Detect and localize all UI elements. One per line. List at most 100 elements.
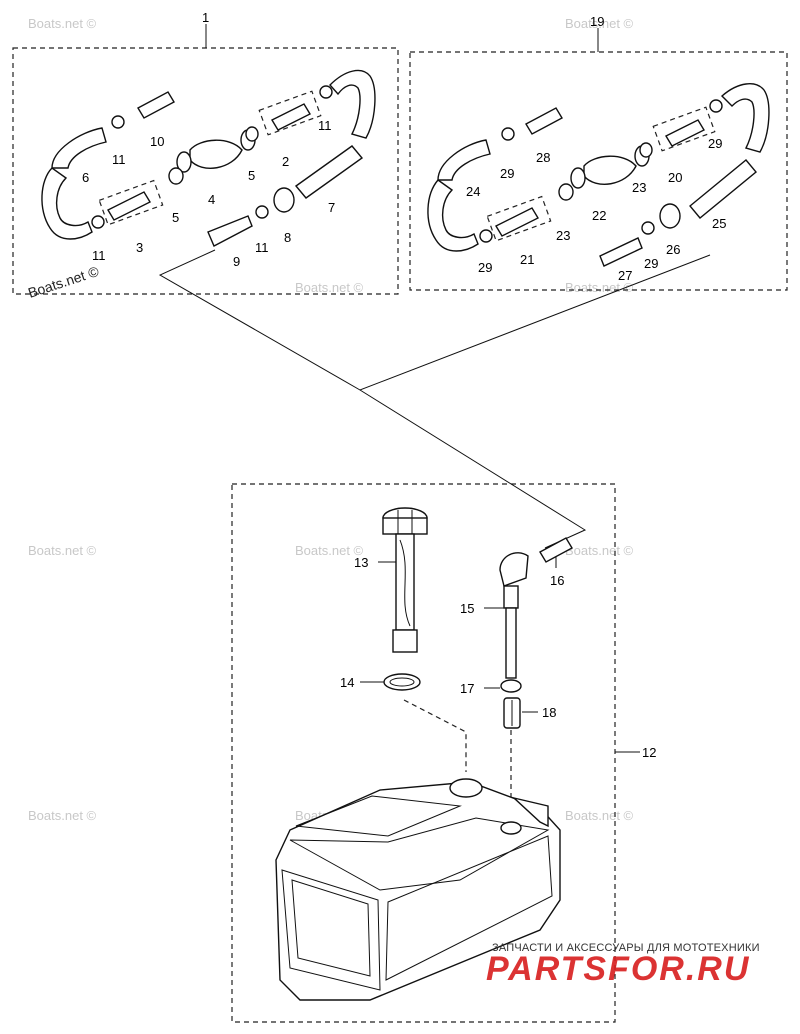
gauge-cap-body [382,517,428,535]
callout-12: 12 [642,745,656,760]
washer-5a [168,167,184,185]
callout-17: 17 [460,681,474,696]
hose-6 [51,127,107,169]
hose-assembly-left [41,69,376,247]
callout-19: 19 [590,14,604,29]
callout-29c: 29 [478,260,492,275]
brand-subtitle: ЗАПЧАСТИ И АКСЕССУАРЫ ДЛЯ МОТОТЕХНИКИ [492,942,760,954]
tank-side-panel [281,869,381,991]
tank-shoulder [289,817,550,891]
tank-pickup-port [500,821,522,835]
clamp-11d [255,205,269,219]
callout-6: 6 [82,170,89,185]
callout-29b: 29 [708,136,722,151]
gauge-float [392,629,418,653]
clamp-11c [91,215,105,229]
primer-bulb-4 [189,139,243,169]
callout-2: 2 [282,154,289,169]
pickup-elbow-15 [499,552,529,587]
callout-29a: 29 [500,166,514,181]
callout-23a: 23 [556,228,570,243]
callout-5b: 5 [248,168,255,183]
tank-top-panel [295,795,462,837]
callout-11a: 11 [112,152,126,167]
callout-4: 4 [208,192,215,207]
valve-20-box [652,106,716,152]
callout-26: 26 [666,242,680,257]
callout-11c: 11 [92,248,106,263]
clamp-11a [111,115,125,129]
callout-15: 15 [460,601,474,616]
valve-21-box [486,195,552,242]
hose-7 [294,145,364,199]
watermark: Boats.net © [565,16,634,31]
clamp-11b [319,85,333,99]
callout-28: 28 [536,150,550,165]
callout-7: 7 [328,200,335,215]
callout-10: 10 [150,134,164,149]
check-valve-21 [495,207,539,237]
callouts-left: 1 2 3 4 5 5 6 7 8 9 10 11 11 11 11 [82,10,335,269]
collar-8 [273,187,295,213]
callout-29d: 29 [644,256,658,271]
watermark: Boats.net © [565,808,634,823]
tank-front [385,835,553,981]
callout-18: 18 [542,705,556,720]
bulb-end-left [176,151,192,173]
hose-6-bend [41,167,93,240]
bulb-end-left [570,167,586,189]
hose-25 [689,159,757,219]
clamp-29b [709,99,723,113]
hose-right-top-2 [720,83,770,153]
callout-8: 8 [284,230,291,245]
check-valve-20 [665,119,705,147]
pickup-tube [505,607,517,679]
washer-5b [245,126,259,142]
o-ring-14 [383,673,421,691]
washer-17 [500,679,522,693]
watermark-layer: Boats.net © Boats.net © Boats.net © Boat… [26,16,634,823]
hose-24-bend [427,179,479,252]
washer-23b [639,142,653,158]
callouts-tank: 12 13 14 15 16 17 18 [340,555,656,760]
callout-5a: 5 [172,210,179,225]
callout-23b: 23 [632,180,646,195]
hose-right-top [329,69,376,139]
hose-24 [437,139,491,181]
o-ring-14-inner [389,677,415,687]
clamp-29d [641,221,655,235]
callout-9: 9 [233,254,240,269]
connector-16 [539,537,573,563]
callout-1: 1 [202,10,209,25]
gauge-float-wire [399,539,411,627]
watermark: Boats.net © [28,543,97,558]
check-valve-3 [107,191,151,221]
callouts-right: 19 20 21 22 23 23 24 25 26 27 28 29 29 2… [466,14,726,283]
link-line-upper [158,249,711,391]
watermark: Boats.net © [565,543,634,558]
watermark: Boats.net © [295,280,364,295]
callout-24: 24 [466,184,480,199]
clamp-29a [501,127,515,141]
hose-assembly-right [427,83,770,267]
callout-16: 16 [550,573,564,588]
connector-10 [137,91,175,119]
callout-11b: 11 [318,118,332,133]
washer-23a [558,183,574,201]
watermark: Boats.net © [28,16,97,31]
callout-11d: 11 [255,240,269,255]
callout-25: 25 [712,216,726,231]
watermark-main: Boats.net © [26,263,101,301]
clamp-29c [479,229,493,243]
check-valve-2 [271,103,311,131]
tank-handle [511,796,549,828]
callout-22: 22 [592,208,606,223]
align-line-gauge [403,699,467,772]
primer-bulb-22 [583,155,637,185]
pickup-fitting [503,585,519,609]
callout-14: 14 [340,675,354,690]
callout-20: 20 [668,170,682,185]
leaders-tank [360,556,557,713]
tank-side-inset [291,879,371,977]
